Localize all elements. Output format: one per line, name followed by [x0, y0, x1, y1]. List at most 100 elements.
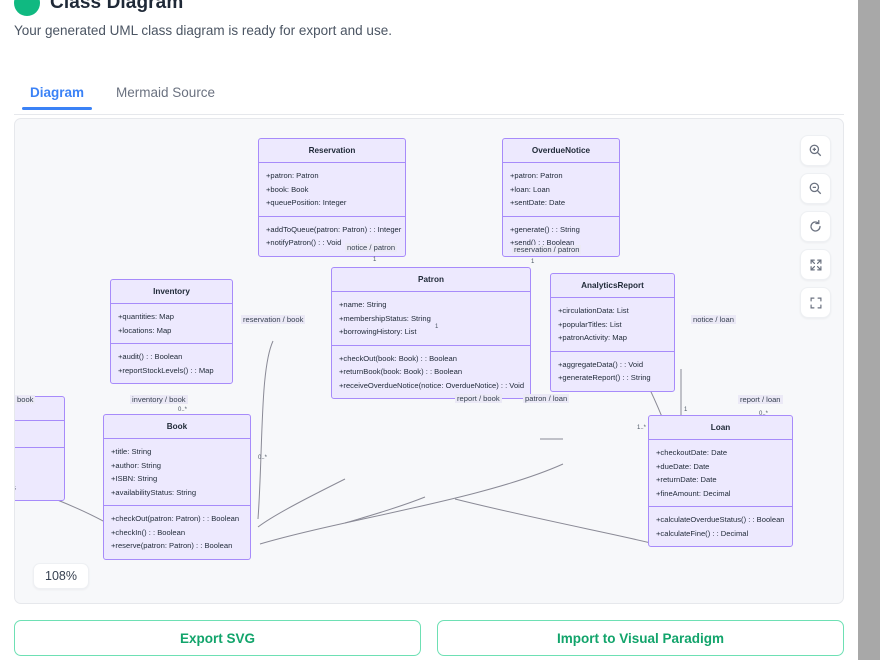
uml-class-title: Book	[104, 415, 250, 439]
uml-method: +checkOut(book: Book) : : Boolean	[339, 353, 457, 363]
uml-attribute: +loan: Loan	[510, 184, 550, 194]
uml-methods: +aggregateData() : : Void +generateRepor…	[551, 350, 674, 391]
uml-attribute: +membershipStatus: String	[339, 313, 431, 323]
uml-class-title: Inventory	[111, 280, 232, 304]
edge-label-inventory-book: inventory / book	[130, 395, 188, 404]
uml-method: +audit() : : Boolean	[118, 352, 183, 361]
fit-to-screen-icon[interactable]	[800, 249, 831, 280]
uml-method: +checkOut(patron: Patron) : : Boolean	[111, 514, 240, 523]
uml-attribute: +returnDate: Date	[656, 475, 717, 484]
uml-method: +reserve(patron: Patron) : : Boolean	[111, 541, 233, 550]
uml-method: ct: String) : : Lis	[15, 481, 58, 495]
uml-method: +calculateOverdueStatus() : : Boolean	[656, 515, 785, 524]
page-header: Class Diagram	[14, 0, 183, 16]
uml-attribute: +sentDate: Date	[510, 198, 566, 207]
uml-class-patron[interactable]: Patron +name: String +membershipStatus: …	[331, 267, 531, 399]
uml-attribute: +name: String	[339, 300, 387, 309]
uml-methods: ing) : : Lis : String) : : List ct: Stri…	[15, 446, 64, 501]
uml-attributes: +title: String +author: String +ISBN: St…	[104, 439, 250, 505]
uml-attribute: +queuePosition: Integer	[266, 198, 347, 207]
uml-attribute: +circulationData: List	[558, 306, 629, 315]
uml-class-clipped-left[interactable]: g ing) : : Lis : String) : : List ct: St…	[15, 396, 65, 501]
uml-method: +generateReport() : : String	[558, 373, 651, 382]
uml-attribute: +dueDate: Date	[656, 461, 710, 471]
edge-label-book: book	[15, 395, 36, 404]
uml-class-title: Loan	[649, 416, 792, 440]
diagram-canvas[interactable]: g ing) : : Lis : String) : : List ct: St…	[14, 118, 844, 604]
zoom-level-badge[interactable]: 108%	[33, 563, 89, 589]
uml-class-title: AnalyticsReport	[551, 274, 674, 298]
uml-method: +generate() : : String	[510, 224, 580, 234]
multiplicity-label: 1	[531, 259, 535, 265]
uml-method: +aggregateData() : : Void	[558, 359, 644, 369]
uml-class-analyticsreport[interactable]: AnalyticsReport +circulationData: List +…	[550, 273, 675, 392]
uml-methods: +audit() : : Boolean +reportStockLevels(…	[111, 343, 232, 383]
multiplicity-label: 1	[435, 324, 439, 330]
edge-label-reservation-patron: reservation / patron	[512, 245, 582, 254]
green-status-dot	[14, 0, 40, 16]
uml-attribute: +book: Book	[266, 184, 309, 194]
uml-class-title: g	[15, 397, 64, 421]
uml-method: +send() : : Boolean	[510, 238, 575, 247]
uml-method: +reportStockLevels() : : Map	[118, 365, 214, 375]
page-subtitle: Your generated UML class diagram is read…	[14, 23, 392, 38]
page-root: Class Diagram Your generated UML class d…	[0, 0, 858, 660]
multiplicity-label: 0..*	[258, 455, 268, 461]
uml-class-reservation[interactable]: Reservation +patron: Patron +book: Book …	[258, 138, 406, 257]
uml-attribute: +ISBN: String	[111, 474, 158, 483]
uml-class-loan[interactable]: Loan +checkoutDate: Date +dueDate: Date …	[648, 415, 793, 547]
uml-class-overduenotice[interactable]: OverdueNotice +patron: Patron +loan: Loa…	[502, 138, 620, 257]
uml-attributes: +patron: Patron +loan: Loan +sentDate: D…	[503, 163, 619, 216]
zoom-in-icon[interactable]	[800, 135, 831, 166]
uml-method: ing) : : Lis	[15, 454, 58, 468]
uml-attributes: +patron: Patron +book: Book +queuePositi…	[259, 163, 405, 216]
uml-attribute: +popularTitles: List	[558, 319, 622, 329]
tab-bar: Diagram Mermaid Source	[14, 85, 844, 115]
uml-methods: +checkOut(patron: Patron) : : Boolean +c…	[104, 505, 250, 559]
uml-attribute: +availabilityStatus: String	[111, 487, 197, 497]
edge-label-report-book: report / book	[455, 394, 502, 403]
tab-mermaid-source[interactable]: Mermaid Source	[100, 85, 231, 109]
diagram-layer: g ing) : : Lis : String) : : List ct: St…	[15, 119, 843, 603]
uml-method: +calculateFine() : : Decimal	[656, 528, 749, 538]
uml-class-inventory[interactable]: Inventory +quantities: Map +locations: M…	[110, 279, 233, 384]
multiplicity-label: 1..*	[637, 425, 647, 431]
zoom-out-icon[interactable]	[800, 173, 831, 204]
uml-attribute: +borrowingHistory: List	[339, 327, 417, 336]
uml-method: +checkIn() : : Boolean	[111, 527, 186, 537]
multiplicity-label: 1	[373, 257, 377, 263]
uml-methods: +checkOut(book: Book) : : Boolean +retur…	[332, 344, 530, 399]
uml-attribute: +patronActivity: Map	[558, 333, 628, 342]
edge-label-patron-loan: patron / loan	[523, 394, 570, 403]
uml-attribute: +locations: Map	[118, 325, 172, 335]
fullscreen-icon[interactable]	[800, 287, 831, 318]
uml-attributes: +circulationData: List +popularTitles: L…	[551, 298, 674, 351]
multiplicity-label: 0..*	[178, 407, 188, 413]
uml-method: : String) : : List	[15, 467, 58, 481]
uml-method: +receiveOverdueNotice(notice: OverdueNot…	[339, 380, 525, 390]
uml-attribute: +author: String	[111, 460, 162, 470]
uml-class-title: OverdueNotice	[503, 139, 619, 163]
uml-attribute: +quantities: Map	[118, 312, 174, 321]
uml-attribute: +patron: Patron	[510, 171, 563, 180]
uml-method: +returnBook(book: Book) : : Boolean	[339, 367, 463, 376]
reset-view-icon[interactable]	[800, 211, 831, 242]
uml-methods: +generate() : : String +send() : : Boole…	[503, 215, 619, 256]
uml-attribute: +fineAmount: Decimal	[656, 488, 731, 498]
uml-attribute: +checkoutDate: Date	[656, 448, 728, 457]
multiplicity-label: 1	[684, 407, 688, 413]
edge-label-notice-loan: notice / loan	[691, 315, 736, 324]
export-svg-button[interactable]: Export SVG	[14, 620, 421, 656]
uml-attributes: +name: String +membershipStatus: String …	[332, 292, 530, 345]
import-visual-paradigm-button[interactable]: Import to Visual Paradigm	[437, 620, 844, 656]
uml-methods: +addToQueue(patron: Patron) : : Integer …	[259, 215, 405, 256]
uml-class-title: Reservation	[259, 139, 405, 163]
uml-method: +notifyPatron() : : Void	[266, 238, 342, 247]
uml-class-book[interactable]: Book +title: String +author: String +ISB…	[103, 414, 251, 560]
footer-actions: Export SVG Import to Visual Paradigm	[14, 620, 844, 656]
multiplicity-label: 0..*	[759, 411, 769, 417]
uml-attributes: +quantities: Map +locations: Map	[111, 304, 232, 343]
tab-diagram[interactable]: Diagram	[14, 85, 100, 110]
edge-label-reservation-book: reservation / book	[241, 315, 306, 324]
uml-attribute: +patron: Patron	[266, 171, 319, 180]
